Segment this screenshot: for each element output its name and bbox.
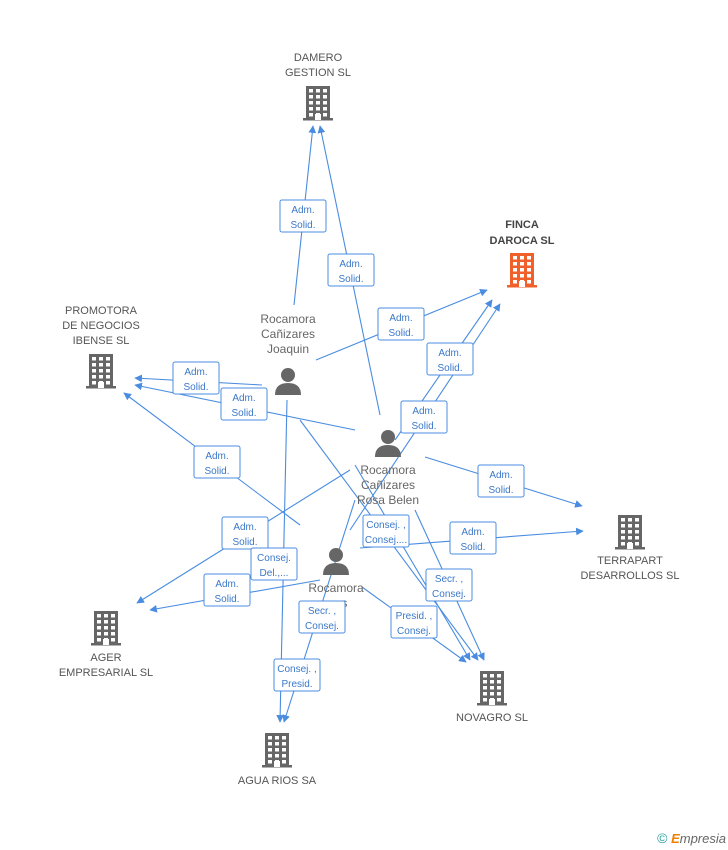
- edge-role-text: Secr. ,: [308, 606, 336, 617]
- edge-role-label[interactable]: Adm. Solid.: [400, 400, 448, 434]
- edge-role-text: Adm.: [232, 393, 255, 404]
- edge-role-text: Adm.: [184, 367, 207, 378]
- company-label-promotora[interactable]: PROMOTORA: [65, 305, 138, 317]
- edge-role-text: Adm.: [205, 451, 228, 462]
- company-label-promotora[interactable]: DE NEGOCIOS: [62, 320, 140, 332]
- edge-role-text: Adm.: [461, 527, 484, 538]
- relation-edge: [354, 464, 471, 661]
- edge-role-text: Solid.: [231, 408, 256, 419]
- person-label-rosa[interactable]: Rosa Belen: [357, 493, 419, 507]
- edge-role-label[interactable]: Adm. Solid.: [426, 342, 474, 376]
- company-label-agua[interactable]: AGUA RIOS SA: [238, 775, 317, 787]
- edge-role-text: Solid.: [204, 466, 229, 477]
- edge-role-label[interactable]: Consej. Del.,...: [250, 547, 298, 581]
- building-icon: [477, 671, 507, 706]
- edge-role-text: Secr. ,: [435, 574, 463, 585]
- edge-role-text: Adm.: [233, 522, 256, 533]
- edge-role-text: Consej.: [305, 621, 339, 632]
- edge-role-text: Solid.: [437, 363, 462, 374]
- nodes-layer: DAMERO GESTION SL FINCA DAROCA SL PROMOTORA D…: [59, 52, 680, 787]
- company-label-damero[interactable]: GESTION SL: [285, 67, 351, 79]
- person-label-rosa[interactable]: Rocamora: [360, 463, 416, 477]
- edge-role-label[interactable]: Consej. , Presid.: [273, 658, 321, 692]
- edge-role-text: Adm.: [215, 579, 238, 590]
- edge-role-text: Consej.: [432, 589, 466, 600]
- edge-role-label[interactable]: Consej. , Consej....: [362, 514, 410, 548]
- brand-initial: E: [671, 831, 680, 846]
- person-label-third[interactable]: Rocamora: [308, 581, 364, 595]
- edge-role-text: Consej. ,: [277, 664, 316, 675]
- edge-role-text: Solid.: [338, 274, 363, 285]
- edge-role-text: Solid.: [290, 220, 315, 231]
- edge-role-label[interactable]: Presid. , Consej.: [390, 605, 438, 639]
- edge-role-text: Solid.: [411, 421, 436, 432]
- company-label-novagro[interactable]: NOVAGRO SL: [456, 712, 528, 724]
- person-label-joaquin[interactable]: Rocamora: [260, 312, 316, 326]
- company-label-promotora[interactable]: IBENSE SL: [73, 335, 130, 347]
- edge-role-text: Adm.: [438, 348, 461, 359]
- edge-role-label[interactable]: Adm. Solid.: [477, 464, 525, 498]
- edge-role-text: Adm.: [339, 259, 362, 270]
- edge-role-label[interactable]: Adm. Solid.: [327, 253, 375, 287]
- edge-role-text: Adm.: [291, 205, 314, 216]
- company-label-ager[interactable]: EMPRESARIAL SL: [59, 667, 153, 679]
- edge-role-label[interactable]: Adm. Solid.: [449, 521, 497, 555]
- company-label-terrapart[interactable]: TERRAPART: [597, 555, 663, 567]
- company-label-ager[interactable]: AGER: [90, 652, 121, 664]
- edge-role-text: Presid. ,: [396, 611, 433, 622]
- edge-role-text: Presid.: [281, 679, 312, 690]
- edge-role-label[interactable]: Secr. , Consej.: [298, 600, 346, 634]
- edge-role-label[interactable]: Adm. Solid.: [279, 199, 327, 233]
- edge-role-label[interactable]: Adm. Solid.: [172, 361, 220, 395]
- brand-name: mpresia: [679, 831, 726, 846]
- building-icon: [615, 515, 645, 550]
- edge-labels-layer: Adm. Solid. Adm. Solid. Adm. Solid. Adm. Solid.…: [172, 199, 525, 692]
- person-label-joaquin[interactable]: Joaquin: [267, 342, 309, 356]
- edge-role-label[interactable]: Adm. Solid.: [221, 516, 269, 550]
- edge-role-label[interactable]: Adm. Solid.: [203, 573, 251, 607]
- edge-role-label[interactable]: Adm. Solid.: [220, 387, 268, 421]
- person-label-rosa[interactable]: Cañizares: [361, 478, 415, 492]
- edge-role-text: Solid.: [460, 542, 485, 553]
- company-label-finca[interactable]: FINCA: [505, 219, 539, 231]
- edge-role-text: Solid.: [214, 594, 239, 605]
- edges-layer: [123, 125, 584, 723]
- edge-role-text: Del.,...: [260, 568, 289, 579]
- empresia-watermark: © Empresia: [657, 830, 726, 846]
- person-label-joaquin[interactable]: Cañizares: [261, 327, 315, 341]
- company-label-damero[interactable]: DAMERO: [294, 52, 343, 64]
- edge-role-text: Consej....: [365, 535, 407, 546]
- edge-role-text: Consej.: [397, 626, 431, 637]
- person-icon: [375, 430, 401, 457]
- person-icon: [323, 548, 349, 575]
- edge-role-text: Adm.: [412, 406, 435, 417]
- edge-role-text: Consej. ,: [366, 520, 405, 531]
- person-icon: [275, 368, 301, 395]
- edge-role-text: Adm.: [389, 313, 412, 324]
- edge-role-label[interactable]: Adm. Solid.: [377, 307, 425, 341]
- building-icon: [262, 733, 292, 768]
- company-label-finca[interactable]: DAROCA SL: [490, 235, 555, 247]
- company-label-terrapart[interactable]: DESARROLLOS SL: [580, 570, 679, 582]
- edge-role-text: Solid.: [388, 328, 413, 339]
- building-icon: [86, 354, 116, 389]
- edge-role-text: Solid.: [183, 382, 208, 393]
- copyright-symbol: ©: [657, 830, 668, 846]
- edge-role-text: Solid.: [232, 537, 257, 548]
- edge-role-text: Solid.: [488, 485, 513, 496]
- edge-role-label[interactable]: Adm. Solid.: [193, 445, 241, 479]
- edge-role-label[interactable]: Secr. , Consej.: [425, 568, 473, 602]
- building-icon: [91, 611, 121, 646]
- edge-role-text: Adm.: [489, 470, 512, 481]
- building-icon: [303, 86, 333, 121]
- edge-role-text: Consej.: [257, 553, 291, 564]
- highlight-building-icon: [507, 253, 537, 288]
